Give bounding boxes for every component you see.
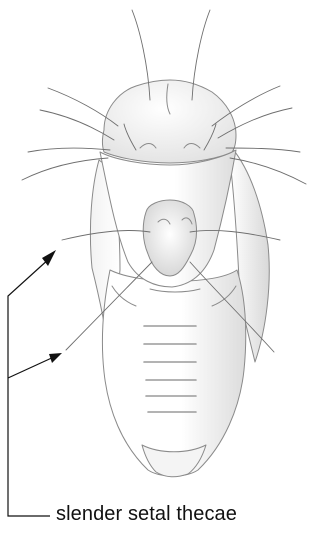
seta	[28, 148, 110, 152]
arrow-head	[49, 353, 62, 363]
label-leader	[8, 356, 56, 378]
seta	[226, 148, 300, 152]
abdomen	[102, 270, 245, 476]
head-capsule	[103, 80, 237, 163]
label-leader	[8, 258, 50, 516]
label-slender-setal-thecae: slender setal thecae	[56, 503, 237, 526]
